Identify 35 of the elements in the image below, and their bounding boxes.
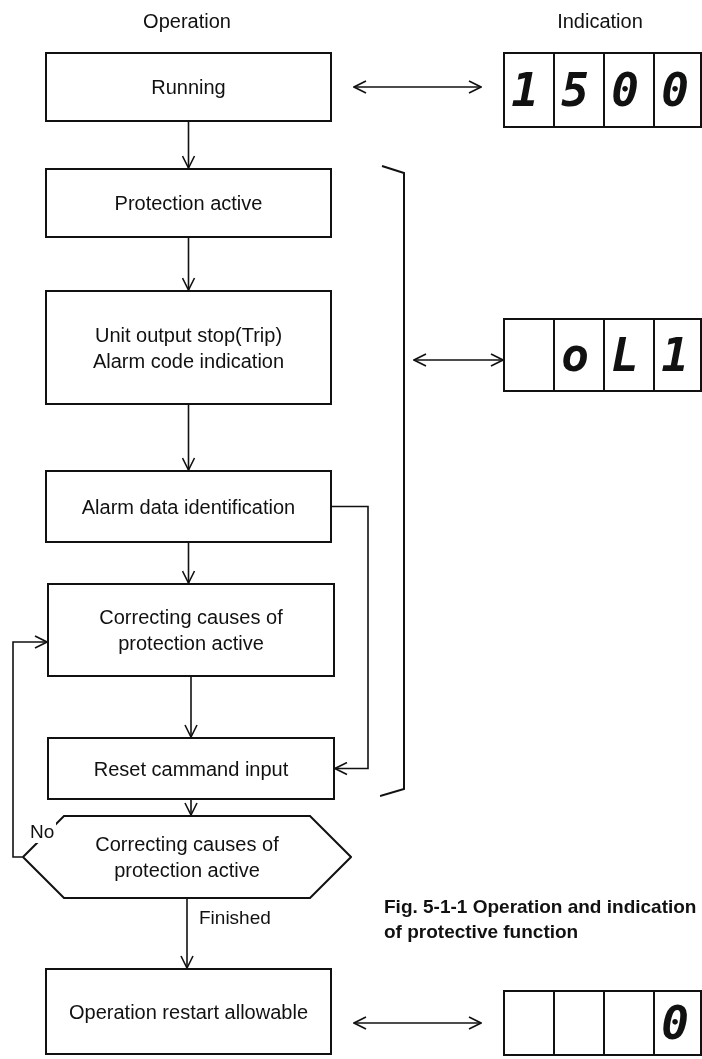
arrow: [12, 635, 48, 858]
arrow: [181, 404, 196, 471]
column-heading: Operation: [143, 10, 231, 33]
process-box: [47, 583, 335, 677]
node-text: Reset cammand input: [92, 756, 290, 782]
node-text: Alarm data identification: [80, 494, 297, 520]
double-arrow: [353, 1016, 482, 1030]
process-box: [45, 52, 332, 122]
process-box: [45, 470, 332, 543]
arrow: [184, 799, 198, 816]
process-box: [47, 737, 335, 800]
double-arrow: [413, 353, 504, 367]
display-digits: 0: [661, 1000, 689, 1046]
seven-segment-display: [503, 990, 702, 1056]
arrow: [331, 505, 369, 776]
node-text: Running: [150, 75, 227, 100]
node-text: Correcting causes of protection active: [98, 605, 284, 656]
arrow: [180, 898, 194, 969]
process-box: [45, 968, 332, 1055]
arrow: [181, 121, 196, 169]
process-box: [45, 290, 332, 405]
double-arrow: [353, 80, 482, 94]
edge-label: No: [28, 821, 57, 843]
arrow: [184, 676, 198, 738]
node-text: Unit output stop(Trip) Alarm code indication: [91, 322, 286, 374]
decision-hexagon: [22, 815, 352, 899]
node-text: Operation restart allowable: [68, 999, 309, 1025]
arrow: [181, 542, 196, 584]
figure-caption: Fig. 5-1-1 Operation and indication of protective function: [384, 895, 698, 944]
node-text: Correcting causes of protection active: [94, 832, 280, 883]
process-box: [45, 168, 332, 238]
node-text: Protection active: [113, 191, 264, 216]
arrow: [181, 237, 196, 291]
bracket: [380, 165, 405, 797]
column-heading: Indication: [557, 10, 643, 33]
